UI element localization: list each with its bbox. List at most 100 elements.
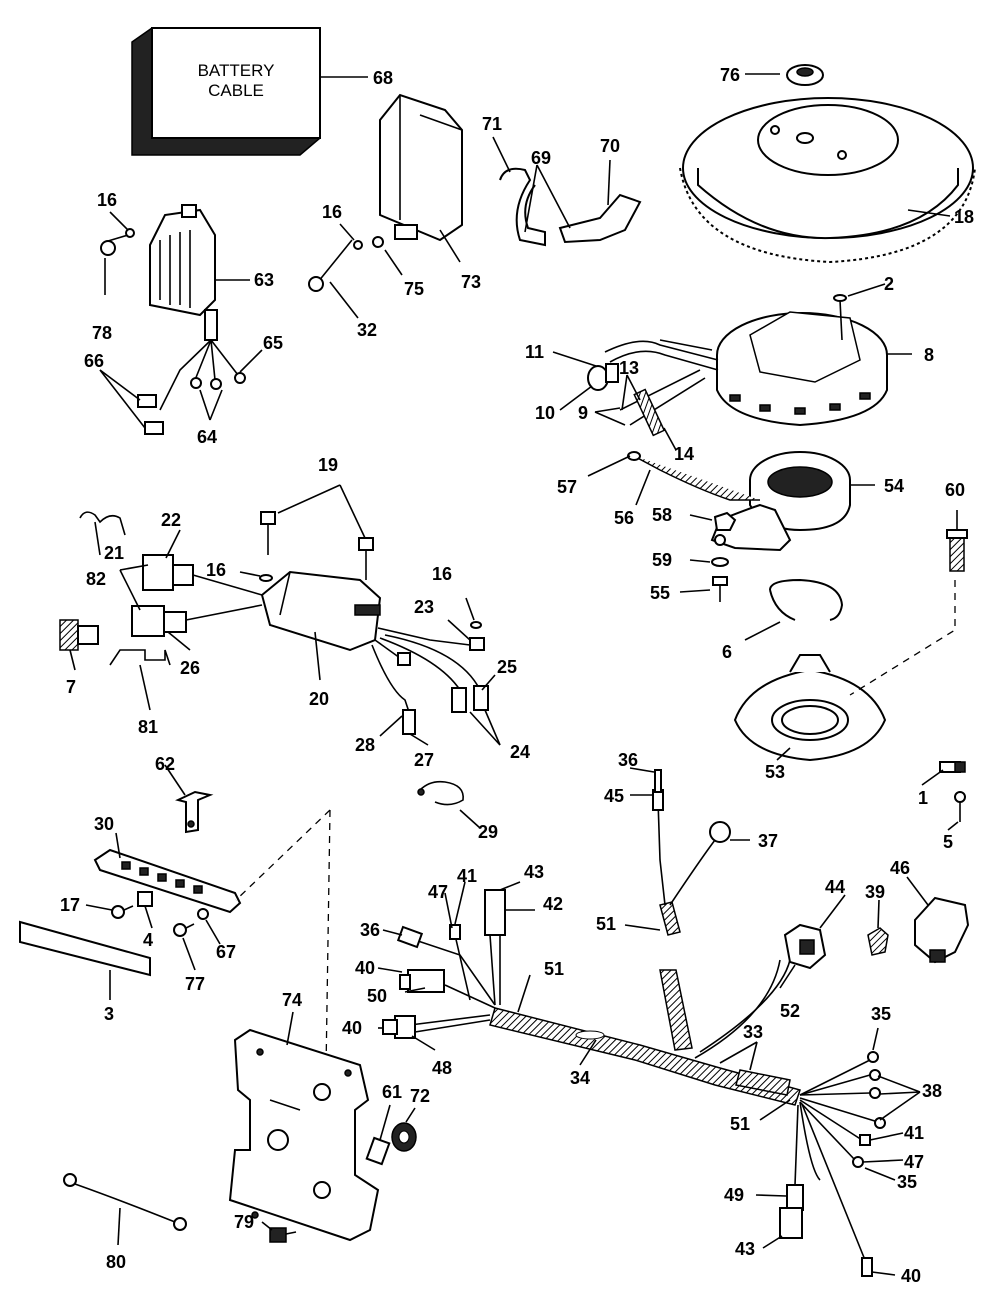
- screw-17-part: [111, 905, 134, 919]
- screw-2-part: [833, 294, 847, 341]
- callout-42: 42: [543, 894, 563, 914]
- callout-46: 46: [890, 858, 910, 878]
- callout-37: 37: [758, 831, 778, 851]
- tie-strap-part: [417, 780, 464, 806]
- callout-5: 5: [943, 832, 953, 852]
- callout-3: 3: [104, 1004, 114, 1024]
- screw-55-part: [712, 576, 728, 602]
- callout-73: 73: [461, 272, 481, 292]
- terminal-1-part: [939, 761, 966, 773]
- callout-16-clamp: 16: [432, 564, 452, 584]
- callout-17: 17: [60, 895, 80, 915]
- callout-26: 26: [180, 658, 200, 678]
- washer-16a-part: [125, 228, 135, 238]
- callout-70: 70: [600, 136, 620, 156]
- sleeve-61-part: [365, 1136, 391, 1166]
- callout-7: 7: [66, 677, 76, 697]
- callout-51-mid: 51: [544, 959, 564, 979]
- callout-54: 54: [884, 476, 904, 496]
- callout-51-bottom: 51: [730, 1114, 750, 1134]
- callout-41-top: 41: [457, 866, 477, 886]
- washer-75-part: [372, 236, 384, 248]
- callout-66: 66: [84, 351, 104, 371]
- callout-51-top: 51: [596, 914, 616, 934]
- callout-34: 34: [570, 1068, 590, 1088]
- callout-43-bottom: 43: [735, 1239, 755, 1259]
- callout-9: 9: [578, 403, 588, 423]
- callout-50: 50: [367, 986, 387, 1006]
- callout-13: 13: [619, 358, 639, 378]
- washer-16c-part: [259, 574, 273, 582]
- callout-16-pack: 16: [206, 560, 226, 580]
- washer-16d-part: [470, 621, 482, 629]
- callout-1: 1: [918, 788, 928, 808]
- connector-cover-46-part: [914, 896, 970, 964]
- callout-35-bottom: 35: [897, 1172, 917, 1192]
- callout-2: 2: [884, 274, 894, 294]
- washer-16b-part: [353, 240, 363, 250]
- callout-40-left: 40: [355, 958, 375, 978]
- callout-82: 82: [86, 569, 106, 589]
- callout-77: 77: [185, 974, 205, 994]
- callout-61: 61: [382, 1082, 402, 1102]
- nut-58-part: [713, 511, 737, 531]
- callout-36-left: 36: [360, 920, 380, 940]
- screw-5-part: [954, 791, 966, 822]
- callout-33: 33: [743, 1022, 763, 1042]
- washer-67-part: [197, 908, 209, 920]
- timer-base-part: [733, 654, 887, 762]
- terminal-39-part: [867, 927, 889, 956]
- callout-24: 24: [510, 742, 530, 762]
- battery-cable-line1: BATTERY: [198, 61, 275, 80]
- callout-74: 74: [282, 990, 302, 1010]
- callout-22: 22: [161, 510, 181, 530]
- callout-69: 69: [531, 148, 551, 168]
- rectifier-part: [149, 204, 218, 341]
- callout-56: 56: [614, 508, 634, 528]
- callout-76: 76: [720, 65, 740, 85]
- callout-80: 80: [106, 1252, 126, 1272]
- callout-39: 39: [865, 882, 885, 902]
- callout-49: 49: [724, 1185, 744, 1205]
- callout-11: 11: [525, 342, 544, 362]
- bolt-19b-part: [358, 537, 374, 580]
- bracket-62-part: [175, 790, 214, 834]
- sleeve-14-part: [633, 388, 666, 437]
- callout-40-mid: 40: [342, 1018, 362, 1038]
- retainer-ring-part: [769, 578, 844, 621]
- callout-53: 53: [765, 762, 785, 782]
- callout-52: 52: [780, 1001, 800, 1021]
- callout-60: 60: [945, 480, 965, 500]
- callout-4: 4: [143, 930, 153, 950]
- cover-3-part: [19, 920, 151, 977]
- callout-35-top: 35: [871, 1004, 891, 1024]
- connector-44-part: [783, 923, 827, 970]
- callout-40-bottom: 40: [901, 1266, 921, 1286]
- mounting-plate-part: [228, 1028, 380, 1242]
- callout-81: 81: [138, 717, 158, 737]
- callout-16-coil: 16: [322, 202, 342, 222]
- callout-48: 48: [432, 1058, 452, 1078]
- connector-26-part: [131, 604, 263, 637]
- callout-68: 68: [373, 68, 393, 88]
- flywheel-part: [679, 97, 976, 264]
- wiring-harness-part: [382, 769, 886, 1277]
- screw-32-part: [308, 239, 353, 292]
- callout-67: 67: [216, 942, 236, 962]
- stator-part: [716, 311, 888, 427]
- callout-18: 18: [954, 207, 974, 227]
- grommet-7-part: [59, 619, 99, 651]
- callout-30: 30: [94, 814, 114, 834]
- callout-44: 44: [825, 877, 845, 897]
- callout-55: 55: [650, 583, 670, 603]
- callout-25: 25: [497, 657, 517, 677]
- terminal-block-part: [93, 848, 242, 914]
- callout-72: 72: [410, 1086, 430, 1106]
- callout-63: 63: [254, 270, 274, 290]
- callout-36-top: 36: [618, 750, 638, 770]
- clip-81-part: [109, 649, 171, 666]
- callout-79: 79: [234, 1212, 254, 1232]
- stator-leads-part: [587, 339, 719, 426]
- washer-59-part: [711, 557, 729, 567]
